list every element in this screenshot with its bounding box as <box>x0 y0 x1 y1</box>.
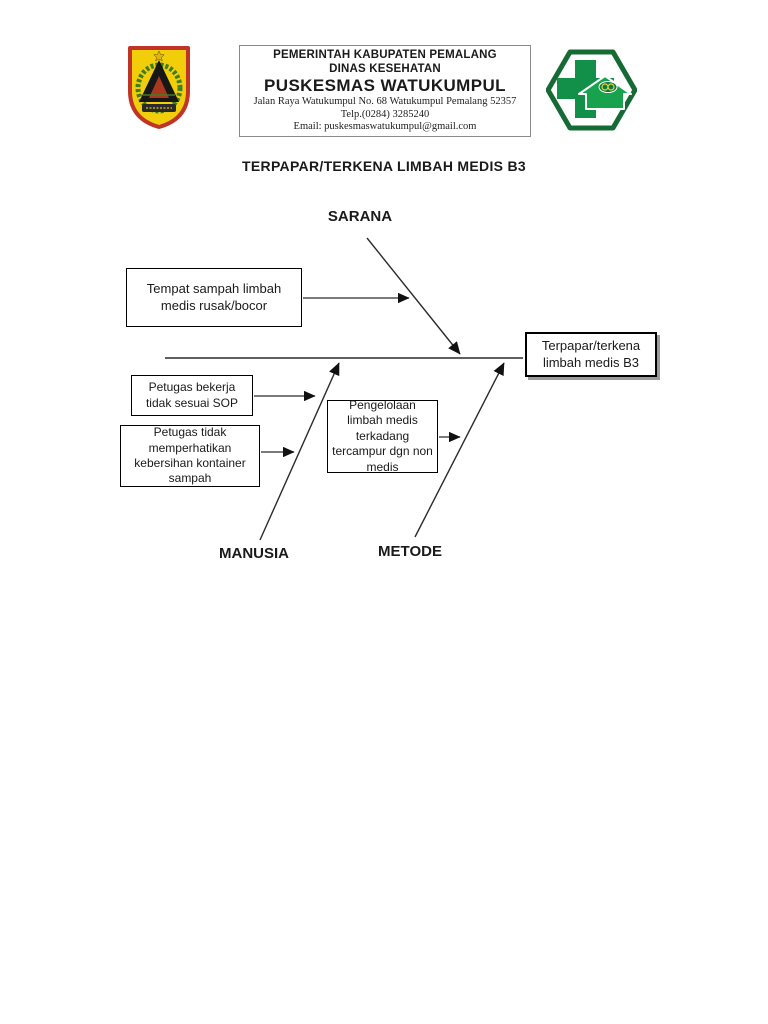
branch-label-metode: METODE <box>378 543 442 560</box>
sarana-branch-line <box>366 237 461 355</box>
cause-text: Pengelolaan limbah medis terkadang terca… <box>332 398 433 474</box>
cause-text: Tempat sampah limbah medis rusak/bocor <box>146 280 282 313</box>
cause-text: Petugas bekerja tidak sesuai SOP <box>145 380 239 410</box>
cause-box-manusia-1: Petugas bekerja tidak sesuai SOP <box>131 375 253 416</box>
letterhead-department: DINAS KESEHATAN <box>329 63 441 76</box>
effect-text: Terpapar/terkena limbah medis B3 <box>541 337 641 370</box>
letterhead-phone: Telp.(0284) 3285240 <box>340 108 430 120</box>
pemalang-seal-logo <box>127 45 191 130</box>
pemalang-seal-icon <box>128 46 190 129</box>
letterhead-box: PEMERINTAH KABUPATEN PEMALANG DINAS KESE… <box>239 45 531 137</box>
branch-label-manusia: MANUSIA <box>219 545 289 562</box>
letterhead-government: PEMERINTAH KABUPATEN PEMALANG <box>273 49 497 62</box>
cause-box-manusia-2: Petugas tidak memperhatikan kebersihan k… <box>120 425 260 487</box>
letterhead-email: Email: puskesmaswatukumpul@gmail.com <box>293 121 477 133</box>
cause-box-metode-1: Pengelolaan limbah medis terkadang terca… <box>327 398 438 474</box>
letterhead-facility: PUSKESMAS WATUKUMPUL <box>264 76 506 96</box>
puskesmas-cross-icon <box>545 49 638 131</box>
branch-label-sarana: SARANA <box>327 208 393 225</box>
effect-box: Terpapar/terkena limbah medis B3 <box>525 332 657 377</box>
cause-box-sarana-1: Tempat sampah limbah medis rusak/bocor <box>126 268 302 327</box>
puskesmas-logo <box>545 47 638 133</box>
page-title: TERPAPAR/TERKENA LIMBAH MEDIS B3 <box>242 158 526 174</box>
letterhead-address: Jalan Raya Watukumpul No. 68 Watukumpul … <box>253 96 517 108</box>
cause-text: Petugas tidak memperhatikan kebersihan k… <box>134 425 246 486</box>
